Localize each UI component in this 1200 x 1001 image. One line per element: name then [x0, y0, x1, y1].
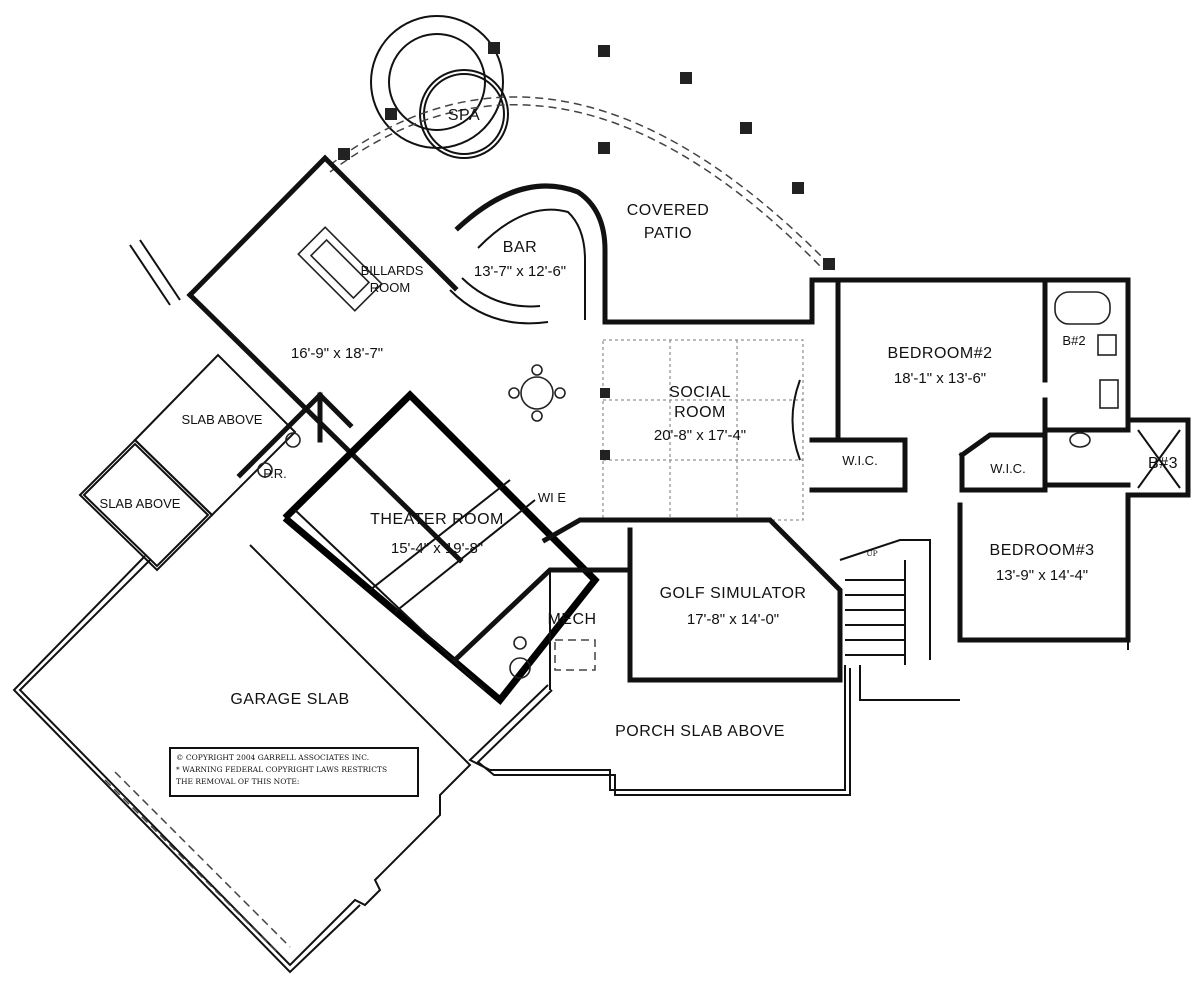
stairs — [839, 539, 931, 665]
spa-label: SPA — [448, 107, 480, 124]
porch-slab — [468, 665, 960, 796]
slab-above-blocks — [78, 353, 354, 572]
bedroom2-walls — [809, 277, 1131, 493]
golf-walls — [451, 517, 843, 690]
covered-patio-label-line2: PATIO — [644, 225, 692, 242]
powder-room-label: P.R. — [263, 466, 287, 481]
garage-slab-label: GARAGE SLAB — [230, 691, 349, 708]
bar-label: BAR — [503, 239, 537, 256]
billiards-label-line1: BILLARDS — [361, 263, 424, 278]
spa-area — [370, 15, 509, 159]
bar-counter — [449, 183, 608, 325]
wic-right-label: W.I.C. — [990, 461, 1025, 476]
billiards-dimensions: 16'-9" x 18'-7" — [291, 345, 383, 362]
garage-slab — [12, 544, 472, 974]
theater-room-label: THEATER ROOM — [370, 511, 504, 528]
social-room-dimensions: 20'-8" x 17'-4" — [654, 427, 746, 444]
bedroom2-dimensions: 18'-1" x 13'-6" — [894, 370, 986, 387]
bath3-label: B#3 — [1148, 455, 1178, 472]
mech-label: MECH — [547, 611, 596, 628]
copyright-line3: THE REMOVAL OF THIS NOTE: — [176, 777, 299, 786]
billiards-walls — [129, 154, 464, 564]
bedroom2-label: BEDROOM#2 — [888, 345, 993, 362]
bedroom3-dimensions: 13'-9" x 14'-4" — [996, 567, 1088, 584]
bar-dimensions: 13'-7" x 12'-6" — [474, 263, 566, 280]
slab-above-1-label: SLAB ABOVE — [182, 412, 263, 427]
social-room-label-line2: ROOM — [674, 404, 726, 421]
golf-simulator-label: GOLF SIMULATOR — [660, 585, 807, 602]
slab-above-2-label: SLAB ABOVE — [100, 496, 181, 511]
copyright-line1: © COPYRIGHT 2004 GARRELL ASSOCIATES INC. — [176, 753, 369, 762]
copyright-line2: * WARNING FEDERAL COPYRIGHT LAWS RESTRIC… — [176, 765, 387, 774]
social-room-label-line1: SOCIAL — [669, 384, 731, 401]
bath3-walls — [957, 417, 1191, 643]
billiards-label-line2: ROOM — [370, 280, 410, 295]
bedroom3-walls — [957, 495, 1129, 650]
porch-slab-label: PORCH SLAB ABOVE — [615, 723, 785, 740]
wine-label: WI E — [538, 490, 566, 505]
social-room — [508, 277, 815, 521]
golf-simulator-dimensions: 17'-8" x 14'-0" — [687, 611, 779, 628]
theater-room-dimensions: 15'-4" x 19'-8" — [391, 540, 483, 557]
bath2-label: B#2 — [1062, 333, 1085, 348]
stair-up-label: UP — [866, 549, 877, 558]
wic-left-label: W.I.C. — [842, 453, 877, 468]
covered-patio-label-line1: COVERED — [627, 202, 710, 219]
patio-arc — [329, 42, 835, 270]
bedroom3-label: BEDROOM#3 — [990, 542, 1095, 559]
